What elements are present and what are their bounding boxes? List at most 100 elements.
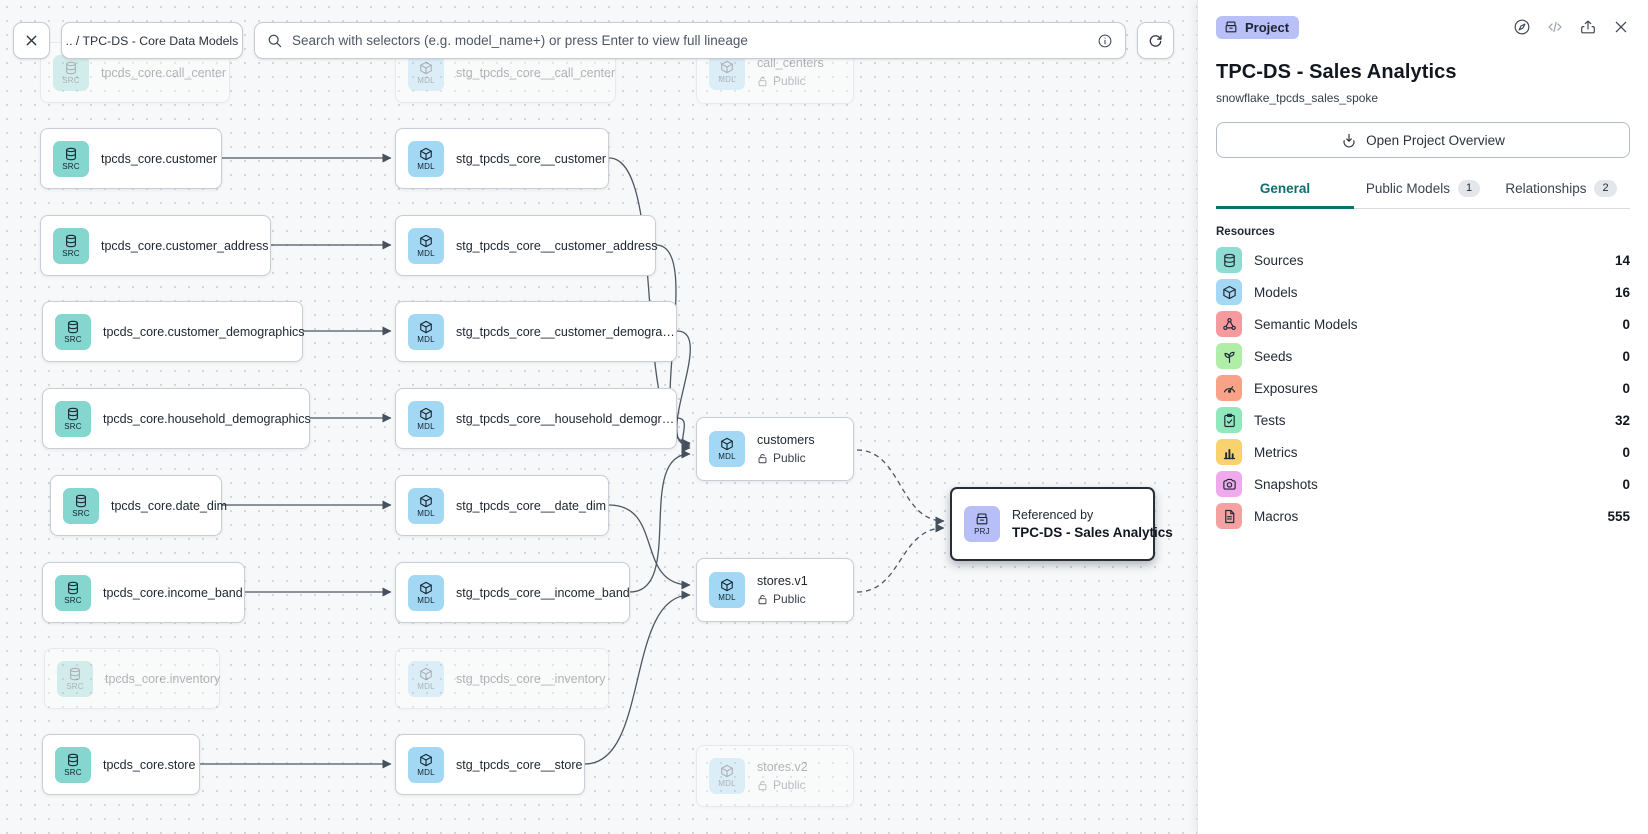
database-icon: SRC bbox=[55, 400, 91, 437]
node-text: stg_tpcds_core__inventory bbox=[456, 672, 605, 686]
close-panel-button[interactable] bbox=[1612, 18, 1630, 36]
node-access-label: Public bbox=[773, 74, 806, 88]
tab-label: Relationships bbox=[1505, 181, 1587, 196]
tab-general[interactable]: General bbox=[1216, 173, 1354, 209]
database-icon: SRC bbox=[55, 574, 91, 611]
lineage-panel-button[interactable] bbox=[1513, 18, 1531, 36]
tab-label: Public Models bbox=[1365, 181, 1450, 196]
search-icon bbox=[267, 33, 283, 49]
project-details-panel: Project TPC-DS - Sales Analytics snowfla… bbox=[1197, 0, 1648, 834]
code-icon bbox=[1546, 18, 1564, 36]
code-panel-button[interactable] bbox=[1546, 18, 1564, 36]
tab-public-models[interactable]: Public Models 1 bbox=[1354, 173, 1492, 209]
resource-label: Snapshots bbox=[1254, 476, 1318, 492]
database-icon: SRC bbox=[55, 746, 91, 783]
bar-chart-icon bbox=[1216, 439, 1242, 465]
node-label: tpcds_core.inventory bbox=[105, 671, 221, 686]
node-label: customers bbox=[757, 433, 815, 447]
node-text: stg_tpcds_core__household_demogr… bbox=[456, 412, 674, 426]
database-icon: SRC bbox=[55, 313, 91, 350]
search-bar[interactable] bbox=[254, 22, 1126, 59]
open-project-overview-button[interactable]: Open Project Overview bbox=[1216, 122, 1630, 158]
node-text: stg_tpcds_core__date_dim bbox=[456, 499, 606, 513]
close-icon bbox=[23, 32, 40, 49]
lineage-node-src-income-band[interactable]: SRC tpcds_core.income_band bbox=[42, 562, 245, 623]
cube-icon bbox=[1216, 279, 1242, 305]
node-access-label: Public bbox=[773, 451, 806, 465]
lineage-node-pub-customers[interactable]: MDL customers Public bbox=[696, 417, 854, 481]
cube-icon: MDL bbox=[408, 313, 444, 350]
database-icon: SRC bbox=[57, 660, 93, 697]
lineage-node-src-inventory[interactable]: SRC tpcds_core.inventory bbox=[44, 648, 220, 709]
cube-icon: MDL bbox=[408, 140, 444, 177]
resource-label: Macros bbox=[1254, 508, 1299, 524]
lineage-node-stg-income-band[interactable]: MDL stg_tpcds_core__income_band bbox=[395, 562, 630, 623]
cube-icon: MDL bbox=[408, 400, 444, 437]
info-icon[interactable] bbox=[1097, 33, 1113, 49]
node-text: tpcds_core.inventory bbox=[105, 672, 220, 686]
lineage-node-stg-household-demographics[interactable]: MDL stg_tpcds_core__household_demogr… bbox=[395, 388, 677, 449]
search-input[interactable] bbox=[292, 33, 1088, 48]
node-text: stg_tpcds_core__income_band bbox=[456, 586, 630, 600]
node-text: stg_tpcds_core__customer bbox=[456, 152, 606, 166]
resource-label: Exposures bbox=[1254, 380, 1318, 396]
refresh-icon bbox=[1147, 32, 1164, 49]
node-text: tpcds_core.call_center bbox=[101, 66, 226, 80]
resource-count: 32 bbox=[1614, 412, 1630, 428]
node-label: call_centers bbox=[757, 56, 824, 70]
node-label: tpcds_core.date_dim bbox=[111, 498, 228, 513]
resource-label: Metrics bbox=[1254, 444, 1298, 460]
node-label: stores.v2 bbox=[757, 760, 808, 774]
cube-icon: MDL bbox=[709, 431, 745, 467]
lineage-node-stg-customer[interactable]: MDL stg_tpcds_core__customer bbox=[395, 128, 609, 189]
node-label: stg_tpcds_core__inventory bbox=[456, 671, 606, 686]
close-lineage-button[interactable] bbox=[13, 22, 50, 59]
cube-icon: MDL bbox=[709, 54, 745, 90]
database-icon bbox=[1216, 247, 1242, 273]
clipboard-check-icon bbox=[1216, 407, 1242, 433]
lineage-node-src-household-demographics[interactable]: SRC tpcds_core.household_demographics bbox=[42, 388, 311, 449]
cube-icon: MDL bbox=[709, 758, 745, 794]
node-label: stg_tpcds_core__store bbox=[456, 757, 583, 772]
tab-label: General bbox=[1259, 181, 1311, 196]
share-panel-button[interactable] bbox=[1579, 18, 1597, 36]
open-overview-icon bbox=[1341, 132, 1357, 148]
refresh-button[interactable] bbox=[1137, 22, 1174, 59]
cube-icon: MDL bbox=[408, 54, 444, 91]
tab-count-badge: 1 bbox=[1457, 180, 1481, 197]
cube-icon: MDL bbox=[709, 572, 745, 608]
breadcrumb[interactable]: .. / TPC-DS - Core Data Models bbox=[61, 22, 243, 59]
node-label: tpcds_core.household_demographics bbox=[103, 411, 311, 426]
cube-icon: MDL bbox=[408, 574, 444, 611]
project-icon: PRJ bbox=[964, 506, 1000, 542]
seed-icon bbox=[1216, 343, 1242, 369]
node-text: tpcds_core.income_band bbox=[103, 586, 243, 600]
node-text: tpcds_core.customer bbox=[101, 152, 217, 166]
resource-count: 0 bbox=[1622, 348, 1630, 364]
